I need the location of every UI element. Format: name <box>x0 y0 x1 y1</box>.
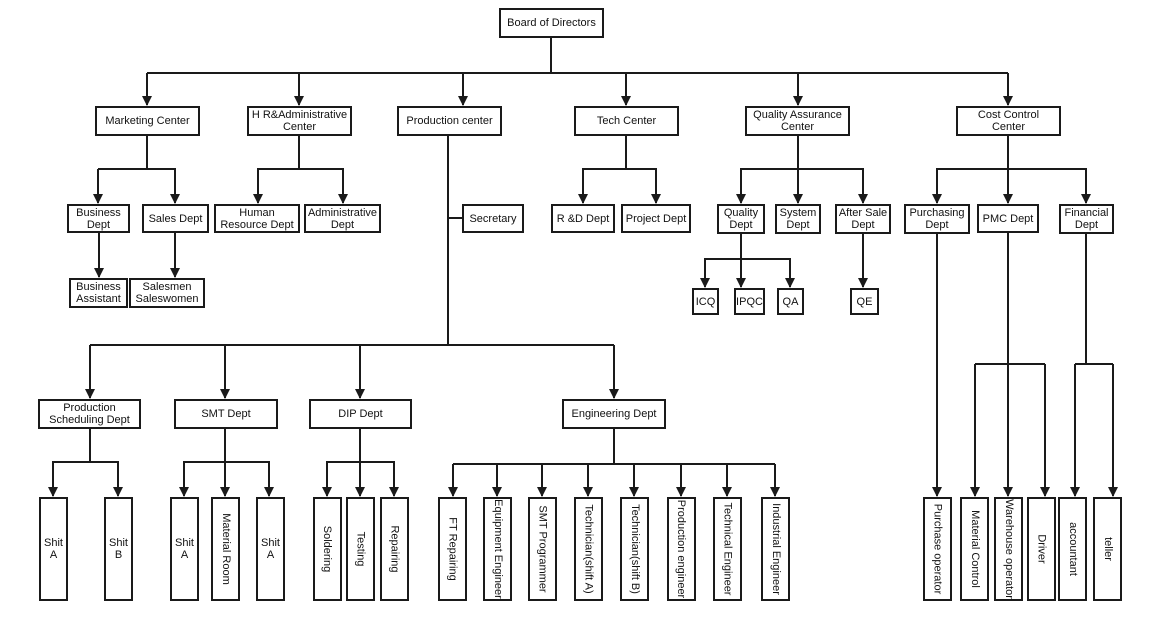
node-administrative-dept: Administrative Dept <box>304 204 381 233</box>
node-hr-administrative-center: H R&Administrative Center <box>247 106 352 136</box>
node-financial-dept: Financial Dept <box>1059 204 1114 234</box>
node-material-control: Material Control <box>960 497 989 601</box>
node-soldering: Soldering <box>313 497 342 601</box>
production-engineer-label: Production engineer <box>675 499 688 599</box>
purchase-operator-label: Purchase operator <box>931 503 944 595</box>
node-sales-dept: Sales Dept <box>142 204 209 233</box>
technician-shift-a-label: Technician(shift A) <box>582 504 595 594</box>
node-production-engineer: Production engineer <box>667 497 696 601</box>
node-marketing-center: Marketing Center <box>95 106 200 136</box>
node-industrial-engineer: Industrial Engineer <box>761 497 790 601</box>
node-smt-dept: SMT Dept <box>174 399 278 429</box>
node-production-scheduling-dept: Production Scheduling Dept <box>38 399 141 429</box>
node-repairing: Repairing <box>380 497 409 601</box>
node-shift-b-scheduling: Shit B <box>104 497 133 601</box>
material-room-label: Material Room <box>219 513 232 585</box>
node-shift-a-smt: Shit A <box>170 497 199 601</box>
node-warehouse-operator: Warehouse operator <box>994 497 1023 601</box>
node-material-room: Material Room <box>211 497 240 601</box>
node-driver: Driver <box>1027 497 1056 601</box>
node-ipqc: IPQC <box>734 288 765 315</box>
node-testing: Testing <box>346 497 375 601</box>
node-board-of-directors: Board of Directors <box>499 8 604 38</box>
node-system-dept: System Dept <box>775 204 821 234</box>
node-production-center: Production center <box>397 106 502 136</box>
node-purchasing-dept: Purchasing Dept <box>904 204 970 234</box>
node-qa: QA <box>777 288 804 315</box>
node-accountant: accountant <box>1058 497 1087 601</box>
technical-engineer-label: Technical Engineer <box>721 502 734 596</box>
node-smt-programmer: SMT Programmer <box>528 497 557 601</box>
testing-label: Testing <box>354 531 367 567</box>
material-control-label: Material Control <box>968 510 981 588</box>
technician-shift-b-label: Technician(shift B) <box>628 504 641 594</box>
node-secretary: Secretary <box>462 204 524 233</box>
equipment-engineer-label: Equipment Engineer <box>491 499 504 599</box>
industrial-engineer-label: Industrial Engineer <box>769 503 782 595</box>
repairing-label: Repairing <box>388 525 401 573</box>
node-purchase-operator: Purchase operator <box>923 497 952 601</box>
node-rd-dept: R &D Dept <box>551 204 615 233</box>
node-equipment-engineer: Equipment Engineer <box>483 497 512 601</box>
accountant-label: accountant <box>1066 522 1079 576</box>
teller-label: teller <box>1101 537 1114 561</box>
warehouse-operator-label: Warehouse operator <box>1002 499 1015 599</box>
node-technical-engineer: Technical Engineer <box>713 497 742 601</box>
node-shift-a-smt-2: Shit A <box>256 497 285 601</box>
soldering-label: Soldering <box>321 525 334 573</box>
node-quality-assurance-center: Quality Assurance Center <box>745 106 850 136</box>
node-human-resource-dept: Human Resource Dept <box>214 204 300 233</box>
node-cost-control-center: Cost Control Center <box>956 106 1061 136</box>
node-quality-dept: Quality Dept <box>717 204 765 234</box>
node-business-assistant: Business Assistant <box>69 278 128 308</box>
node-technician-shift-b: Technician(shift B) <box>620 497 649 601</box>
node-after-sale-dept: After Sale Dept <box>835 204 891 234</box>
driver-label: Driver <box>1035 534 1048 564</box>
node-qe: QE <box>850 288 879 315</box>
node-pmc-dept: PMC Dept <box>977 204 1039 233</box>
ft-repairing-label: FT Repairing <box>446 517 459 581</box>
smt-programmer-label: SMT Programmer <box>536 505 549 593</box>
node-icq: ICQ <box>692 288 719 315</box>
node-tech-center: Tech Center <box>574 106 679 136</box>
node-dip-dept: DIP Dept <box>309 399 412 429</box>
node-business-dept: Business Dept <box>67 204 130 233</box>
node-teller: teller <box>1093 497 1122 601</box>
node-salesmen-saleswomen: Salesmen Saleswomen <box>129 278 205 308</box>
node-ft-repairing: FT Repairing <box>438 497 467 601</box>
node-technician-shift-a: Technician(shift A) <box>574 497 603 601</box>
node-shift-a-scheduling: Shit A <box>39 497 68 601</box>
node-project-dept: Project Dept <box>621 204 691 233</box>
node-engineering-dept: Engineering Dept <box>562 399 666 429</box>
